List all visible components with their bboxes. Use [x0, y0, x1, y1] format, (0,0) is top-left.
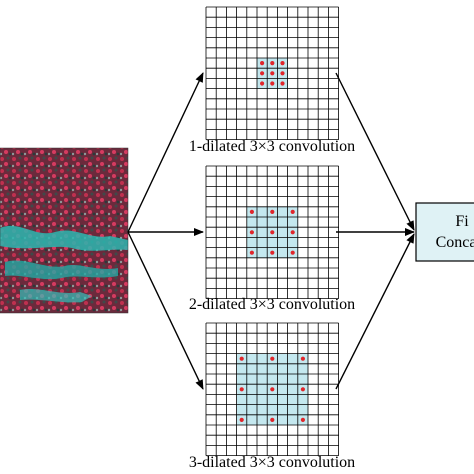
kernel-point — [270, 417, 275, 422]
arrow-to-grid-3 — [127, 231, 204, 390]
kernel-point — [249, 250, 254, 255]
caption-2-dilated: 2-dilated 3×3 convolution — [189, 296, 355, 313]
kernel-point — [300, 356, 305, 361]
output-box: Fi Conca — [415, 202, 474, 262]
kernel-point — [290, 209, 295, 214]
output-box-line2: Conca — [436, 234, 474, 251]
kernel-point — [270, 209, 275, 214]
kernel-point — [249, 230, 254, 235]
kernel-point — [270, 61, 275, 66]
kernel-point — [300, 417, 305, 422]
caption-3-dilated: 3-dilated 3×3 convolution — [189, 454, 355, 471]
kernel-point — [260, 81, 265, 86]
kernel-point — [270, 356, 275, 361]
kernel-point — [300, 387, 305, 392]
kernel-point — [270, 250, 275, 255]
output-box-line1: Fi — [455, 213, 469, 230]
kernel-point — [280, 61, 285, 66]
arrow-from-grid-1 — [335, 72, 415, 231]
kernel-point — [239, 417, 244, 422]
kernel-point — [239, 356, 244, 361]
kernel-point — [239, 387, 244, 392]
kernel-point — [270, 387, 275, 392]
arrow-to-grid-1 — [127, 72, 204, 233]
kernel-point — [270, 230, 275, 235]
kernel-point — [290, 230, 295, 235]
kernel-point — [280, 81, 285, 86]
kernel-point — [270, 81, 275, 86]
kernel-point — [260, 71, 265, 76]
kernel-point — [270, 71, 275, 76]
kernel-point — [280, 71, 285, 76]
kernel-point — [249, 209, 254, 214]
grid-1-dilated — [205, 6, 340, 141]
caption-1-dilated: 1-dilated 3×3 convolution — [189, 138, 355, 155]
satellite-image — [0, 147, 129, 314]
arrow-from-grid-3 — [335, 233, 415, 390]
kernel-point — [260, 61, 265, 66]
grid-3-dilated — [205, 322, 340, 457]
grid-2-dilated — [205, 165, 340, 300]
kernel-point — [290, 250, 295, 255]
